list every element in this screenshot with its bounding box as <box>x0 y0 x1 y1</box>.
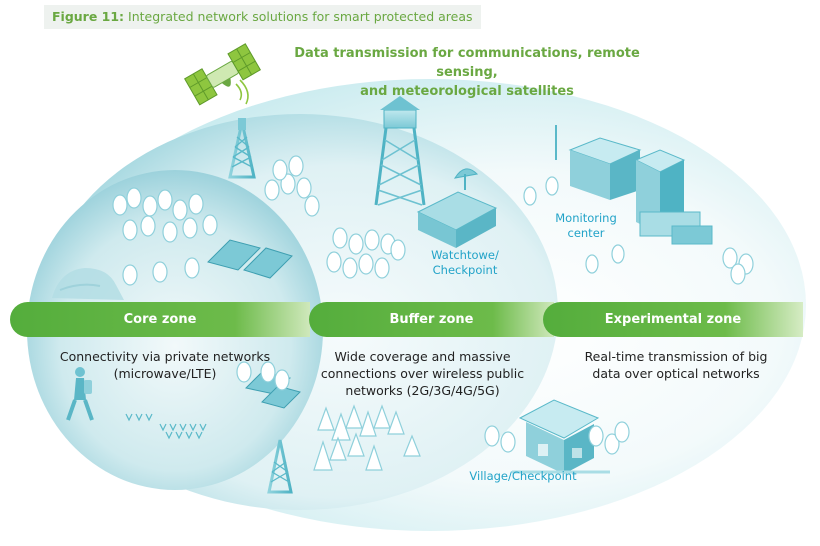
village-house-icon <box>512 399 610 474</box>
core-zone-bar: Core zone <box>10 302 310 337</box>
figure-number: Figure 11: <box>52 9 125 24</box>
buffer-desc-line1: Wide coverage and massive <box>334 349 511 364</box>
monitoring-building-icon <box>555 125 713 245</box>
monitoring-center-label: Monitoring center <box>546 211 626 241</box>
monitoring-label-line2: center <box>567 226 605 240</box>
tree-icon <box>112 155 754 455</box>
radar-dish-icon <box>453 168 479 190</box>
experimental-zone-description: Real-time transmission of big data over … <box>566 348 786 382</box>
satellite-label: Data transmission for communications, re… <box>262 44 672 101</box>
watchtower-icon <box>374 96 426 206</box>
buffer-zone-label: Buffer zone <box>389 312 474 327</box>
monitoring-label-line1: Monitoring <box>555 211 617 225</box>
core-desc-line1: Connectivity via private networks <box>59 349 271 364</box>
figure-title: Integrated network solutions for smart p… <box>128 9 473 24</box>
buffer-zone-description: Wide coverage and massive connections ov… <box>315 348 530 399</box>
buffer-desc-line3: networks (2G/3G/4G/5G) <box>345 383 500 398</box>
watchtower-label-line1: Watchtowe/ <box>431 248 499 262</box>
rock-icon <box>52 268 124 300</box>
satellite-icon <box>184 43 261 106</box>
exp-desc-line1: Real-time transmission of big <box>584 349 768 364</box>
buffer-desc-line2: connections over wireless public <box>320 366 525 381</box>
watchtower-label: Watchtowe/ Checkpoint <box>422 248 508 278</box>
figure-caption: Figure 11: Integrated network solutions … <box>44 5 481 29</box>
experimental-zone-bar: Experimental zone <box>543 302 803 337</box>
exp-desc-line2: data over optical networks <box>592 366 760 381</box>
buffer-zone-bar: Buffer zone <box>309 302 554 337</box>
watchtower-label-line2: Checkpoint <box>432 263 498 277</box>
core-desc-line2: (microwave/LTE) <box>113 366 217 381</box>
experimental-zone-label: Experimental zone <box>604 312 742 327</box>
grass-icon <box>125 413 207 440</box>
satellite-label-line2: and meteorological satellites <box>360 84 574 99</box>
signal-waves <box>235 79 249 105</box>
pine-tree-icon <box>313 404 421 471</box>
village-checkpoint-label: Village/Checkpoint <box>469 469 577 483</box>
hiker-icon <box>66 367 94 421</box>
communication-tower-icon <box>228 118 256 179</box>
communication-tower-icon-bottom <box>267 439 293 494</box>
core-zone-label: Core zone <box>123 312 197 327</box>
watchtower-building <box>416 191 498 248</box>
core-zone-description: Connectivity via private networks (micro… <box>40 348 290 382</box>
satellite-label-line1: Data transmission for communications, re… <box>294 46 640 80</box>
